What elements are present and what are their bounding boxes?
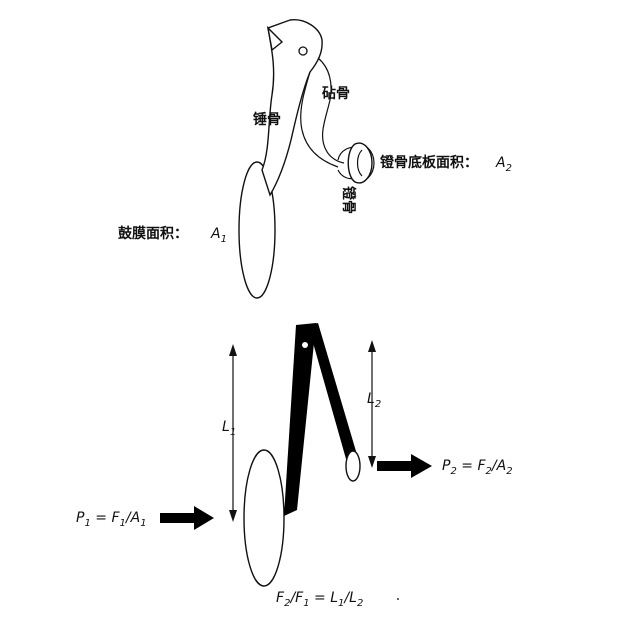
incus-inner-edge (300, 71, 339, 168)
lever-stapes-shape (345, 450, 361, 482)
malleus-lever-arm (284, 323, 316, 516)
ossicles-anatomy: 锤骨 砧骨 镫骨 镫骨底板面积： A2 鼓膜面积： A1 (118, 19, 512, 299)
L2-label: L2 (367, 391, 381, 410)
incus-label: 砧骨 (322, 85, 350, 102)
stray-dot (397, 598, 399, 600)
incus-lever-arm (308, 323, 358, 466)
eardrum-area-symbol: A1 (210, 226, 227, 245)
stapes-shape (337, 142, 375, 184)
malleus-shape (261, 19, 323, 197)
P1-force-arrow (160, 506, 214, 530)
lever-ratio-equation: F2/F1 = L1/L2 (276, 590, 363, 609)
eardrum-area-label: 鼓膜面积： (118, 225, 188, 242)
P2-equation: P2 = F2/A2 (442, 458, 513, 477)
footplate-area-label: 镫骨底板面积： (380, 154, 478, 171)
malleus-head-tip (266, 25, 284, 52)
malleus-label: 锤骨 (253, 111, 281, 128)
footplate-area-symbol: A2 (495, 155, 512, 174)
eardrum-shape (238, 161, 276, 299)
joint-hole (298, 46, 308, 56)
P2-force-arrow (377, 454, 432, 478)
lever-eardrum-shape (243, 449, 285, 587)
pivot-dot (302, 342, 308, 348)
lever-schematic: L1 L2 P1 = F1/A1 P2 = F2/A2 F2/F1 (76, 323, 513, 609)
L1-label: L1 (222, 419, 236, 438)
L1-arrow (229, 344, 237, 522)
L2-arrow (368, 340, 376, 468)
incus-shape (317, 57, 345, 164)
stapes-label: 镫骨 (340, 186, 357, 214)
P1-equation: P1 = F1/A1 (76, 510, 147, 529)
